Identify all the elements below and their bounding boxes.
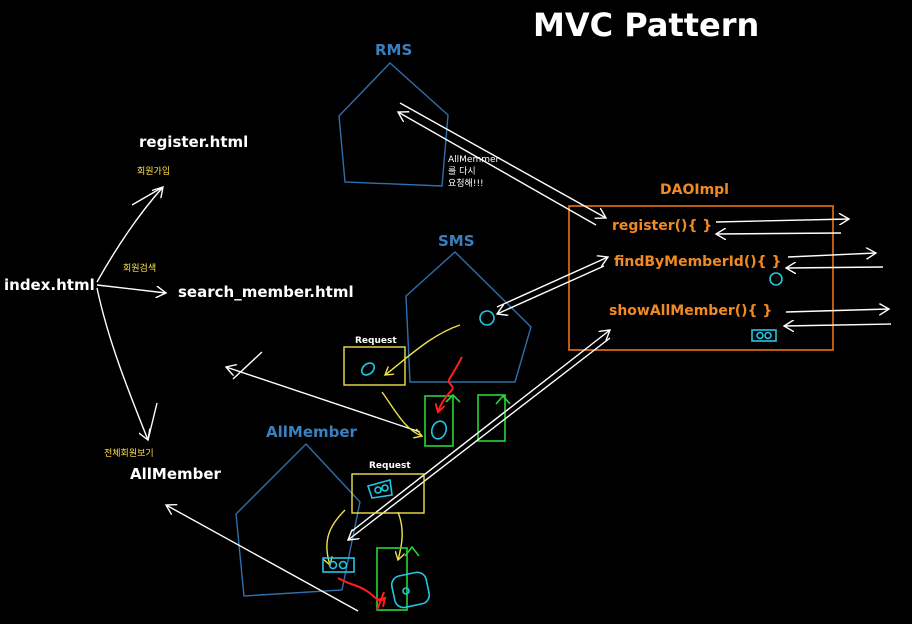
arrow-allmember-to-page [166,505,359,612]
yellow-arrow-allmember-1 [327,509,346,565]
allmember-request-dot-2 [381,484,389,492]
allmember-jsp-arrow [404,545,420,557]
index-page-label: index.html [4,276,95,294]
arrow-register-to-db [715,219,849,222]
arrow-index-to-allmember [96,287,148,440]
arrow-sms-to-find [496,257,608,308]
sms-member-object-icon [479,310,495,326]
arrow-sms-to-search-result [226,367,421,433]
note-line-3: 요청해!!! [448,178,484,189]
search-kr-label: 회원검색 [123,262,156,274]
diagram-title: MVC Pattern [533,6,759,44]
yellow-arrow-to-request [385,324,461,375]
arrow-index-to-register [96,187,163,283]
sms-jsp-arrow-1 [445,393,461,403]
dao-register-method: register(){ } [612,218,712,234]
daoimpl-label: DAOImpl [660,182,729,198]
note-line-2: 를 다시 [448,166,476,177]
sms-jsp-object-icon [430,420,448,440]
register-page-label: register.html [139,133,248,151]
allmember-list-dot-1 [328,560,338,570]
allmember-request-box [351,473,425,514]
allmember-servlet-label: AllMember [266,423,358,441]
allmember-list-icon [322,557,355,573]
arrow-sms-head-extra [232,351,263,380]
sms-servlet-shape [405,251,532,383]
show-result-dot-1 [756,331,764,340]
sms-jsp-box-1 [424,395,454,447]
allmember-request-list-icon [366,478,393,499]
arrow-show-to-allmember [348,337,611,540]
allmember-request-dot-1 [374,486,382,494]
arrow-dao-to-rms [398,112,597,226]
allmember-servlet-shape [235,442,361,597]
allmember-jsp-dot-1 [402,587,410,595]
arrow-allmember-head-right [147,402,158,441]
yellow-arrow-allmember-2 [398,511,402,560]
arrow-allmember-to-show [351,330,610,532]
arrow-register-head-left [131,186,164,206]
daoimpl-box [568,205,834,351]
dao-show-method: showAllMember(){ } [609,303,772,319]
allmember-list-dot-2 [338,560,348,570]
all-kr-label: 전체회원보기 [104,448,154,459]
sms-request-label: Request [355,336,397,346]
rms-servlet-label: RMS [375,41,412,59]
arrow-find-to-db [787,253,876,257]
find-result-icon [769,272,783,286]
red-forward-arrow-allmember [337,577,385,600]
rms-servlet-shape [338,62,449,187]
sms-servlet-label: SMS [438,232,475,250]
sms-request-box [343,346,406,386]
sms-jsp-box-2 [477,394,506,442]
arrow-show-to-db [785,309,889,312]
red-forward-arrow-sms [438,356,463,412]
show-result-dot-2 [764,331,772,340]
show-result-list-icon [751,329,777,342]
yellow-arrow-request-to-jsp [381,391,422,436]
note-line-1: AllMemmer [448,155,500,165]
search-page-label: search_member.html [178,283,354,301]
arrow-index-to-search [96,284,166,293]
allmember-jsp-list-icon [390,571,431,609]
arrow-rms-to-dao [399,102,606,218]
allmember-jsp-box [376,547,408,611]
arrow-db-to-find [786,267,884,268]
sms-request-object-icon [360,362,376,376]
register-kr-label: 회원가입 [137,165,170,177]
sms-jsp-arrow-2 [495,394,511,405]
allmember-page-label: AllMember [130,465,222,483]
dao-find-method: findByMemberId(){ } [614,254,781,270]
arrow-db-to-show [784,324,892,326]
arrow-db-to-register [716,233,842,234]
arrow-find-to-sms [497,265,605,314]
allmember-request-label: Request [369,461,411,471]
red-forward-tail [376,591,385,611]
